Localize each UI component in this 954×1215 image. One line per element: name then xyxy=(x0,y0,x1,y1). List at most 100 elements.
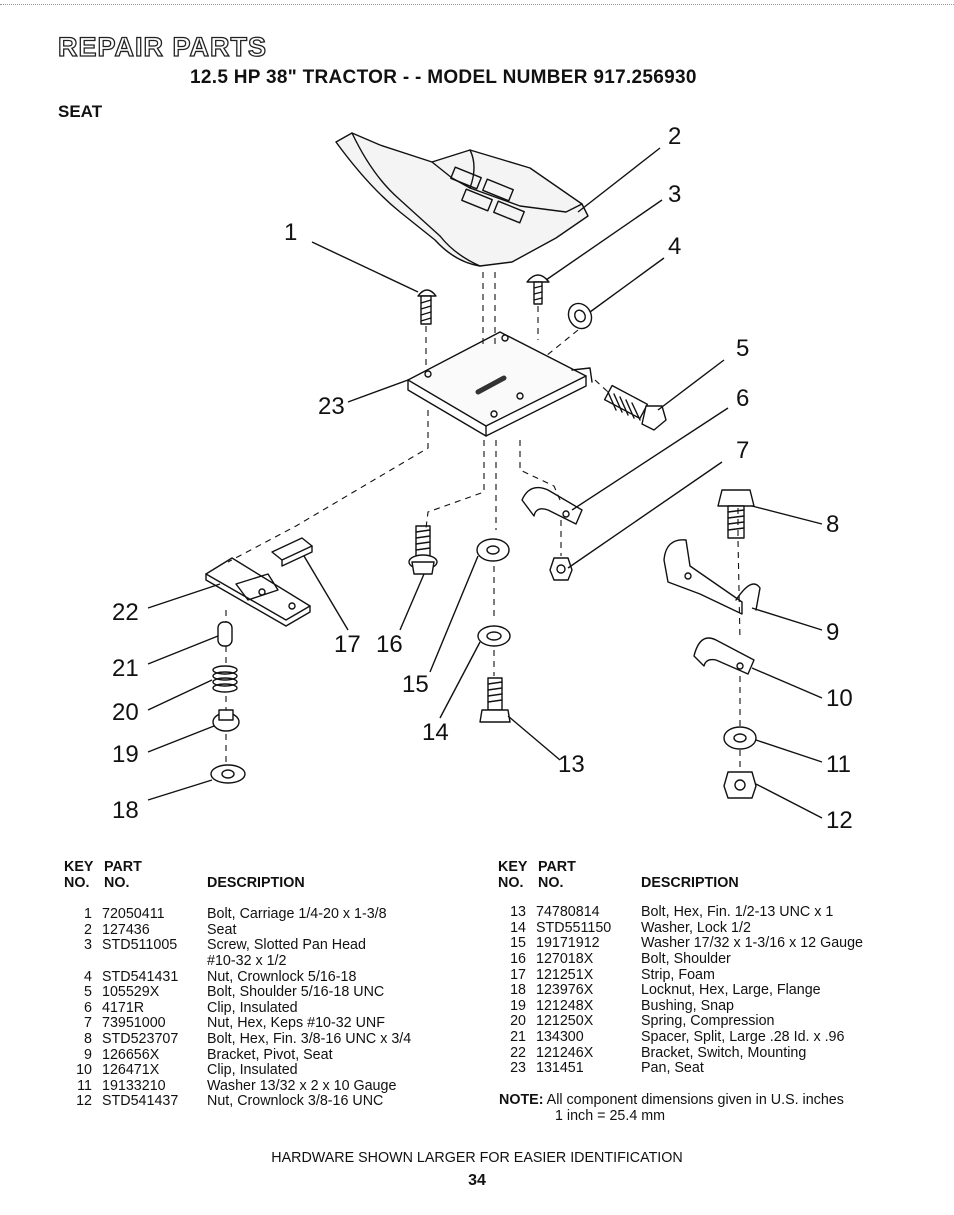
part-header: PART xyxy=(538,859,576,875)
key-no: 18 xyxy=(510,982,526,999)
part-no: 127018X xyxy=(536,950,594,967)
part-no: 105529X xyxy=(102,984,160,1001)
part-no: 126471X xyxy=(102,1062,160,1079)
part-description: Strip, Foam xyxy=(641,966,715,983)
table-row: 10 126471X Clip, Insulated xyxy=(64,1063,484,1079)
lock-washer-illustration xyxy=(477,625,511,647)
key-header: KEY xyxy=(498,859,528,875)
seat-exploded-diagram: 1 2 3 4 5 6 7 8 9 10 11 12 13 14 15 16 1… xyxy=(112,123,853,834)
callout-15: 15 xyxy=(402,671,429,698)
footer-note: HARDWARE SHOWN LARGER FOR EASIER IDENTIF… xyxy=(271,1150,683,1166)
key-no: 1 xyxy=(84,906,92,923)
part-no: 4171R xyxy=(102,999,145,1016)
hex-bolt-illustration xyxy=(717,489,755,539)
callout-23: 23 xyxy=(318,393,345,420)
part-no: 121246X xyxy=(536,1044,594,1061)
key-no: 10 xyxy=(76,1062,92,1079)
flange-locknut-illustration xyxy=(210,764,246,784)
part-description: Seat xyxy=(207,921,237,938)
part-description: Bolt, Shoulder 5/16-18 UNC xyxy=(207,984,385,1001)
key-no: 6 xyxy=(84,999,92,1016)
part-no: 121250X xyxy=(536,1013,594,1030)
part-description: Washer 17/32 x 1-3/16 x 12 Gauge xyxy=(641,935,863,952)
key-no: 13 xyxy=(510,904,526,921)
part-no: 19133210 xyxy=(102,1077,166,1094)
table-row: 7 73951000 Nut, Hex, Keps #10-32 UNF xyxy=(64,1016,484,1032)
crownlock-nut-illustration xyxy=(567,302,593,330)
snap-bushing-illustration xyxy=(212,709,240,732)
part-no: 126656X xyxy=(102,1046,160,1063)
part-description: Clip, Insulated xyxy=(207,1062,298,1079)
switch-bracket-illustration xyxy=(205,557,311,627)
key-no: 15 xyxy=(510,935,526,952)
callout-20: 20 xyxy=(112,699,139,726)
part-no: 123976X xyxy=(536,982,594,999)
crownlock-nut-illustration xyxy=(723,771,757,799)
callout-22: 22 xyxy=(112,599,139,626)
shoulder-bolt-illustration xyxy=(603,384,667,431)
callout-13: 13 xyxy=(558,751,585,778)
part-no-header: NO. xyxy=(104,874,130,891)
part-no: STD541437 xyxy=(102,1093,179,1110)
key-no: 2 xyxy=(84,921,92,938)
shoulder-bolt-illustration xyxy=(408,525,438,575)
part-no: 131451 xyxy=(536,1060,584,1077)
key-no: 4 xyxy=(84,968,92,985)
table-row: 6 4171R Clip, Insulated xyxy=(64,999,484,1017)
section-label: SEAT xyxy=(58,102,103,121)
part-description: Washer, Lock 1/2 xyxy=(641,919,751,936)
key-no: 12 xyxy=(76,1093,92,1110)
part-description: Bolt, Shoulder xyxy=(641,950,731,967)
key-no: 21 xyxy=(510,1028,526,1045)
hex-bolt-illustration xyxy=(479,677,511,723)
callout-7: 7 xyxy=(736,437,749,464)
part-description: Nut, Crownlock 3/8-16 UNC xyxy=(207,1093,384,1110)
key-no: 3 xyxy=(84,937,92,954)
part-description: Washer 13/32 x 2 x 10 Gauge xyxy=(207,1077,397,1094)
key-no: 9 xyxy=(84,1046,92,1063)
part-description: Nut, Hex, Keps #10-32 UNF xyxy=(207,1015,385,1032)
note-line-1: All component dimensions given in U.S. i… xyxy=(546,1092,844,1108)
key-no: 7 xyxy=(84,1015,92,1032)
keps-nut-illustration xyxy=(549,557,573,581)
part-no: 73951000 xyxy=(102,1015,166,1032)
key-no: 23 xyxy=(510,1060,526,1077)
callout-2: 2 xyxy=(668,123,681,150)
description-header: DESCRIPTION xyxy=(207,874,305,891)
key-no xyxy=(64,954,92,970)
table-row: 12 STD541437 Nut, Crownlock 3/8-16 UNC xyxy=(64,1094,484,1110)
note-line-2: 1 inch = 25.4 mm xyxy=(555,1107,666,1124)
split-spacer-illustration xyxy=(217,621,233,647)
part-description: Spacer, Split, Large .28 Id. x .96 xyxy=(641,1028,845,1045)
clip-insulated-illustration xyxy=(521,486,583,525)
callout-6: 6 xyxy=(736,385,749,412)
part-header: PART xyxy=(104,859,142,875)
foam-strip-illustration xyxy=(271,537,313,567)
table-row: #10-32 x 1/2 xyxy=(64,953,484,970)
top-rule xyxy=(0,4,954,5)
description-header: DESCRIPTION xyxy=(641,874,739,891)
part-no: 134300 xyxy=(536,1028,584,1045)
key-no: 16 xyxy=(510,950,526,967)
part-description: Spring, Compression xyxy=(641,1013,775,1030)
callout-16: 16 xyxy=(376,631,403,658)
callout-10: 10 xyxy=(826,685,853,712)
seat-part-illustration xyxy=(335,132,589,267)
part-description: Clip, Insulated xyxy=(207,999,298,1016)
